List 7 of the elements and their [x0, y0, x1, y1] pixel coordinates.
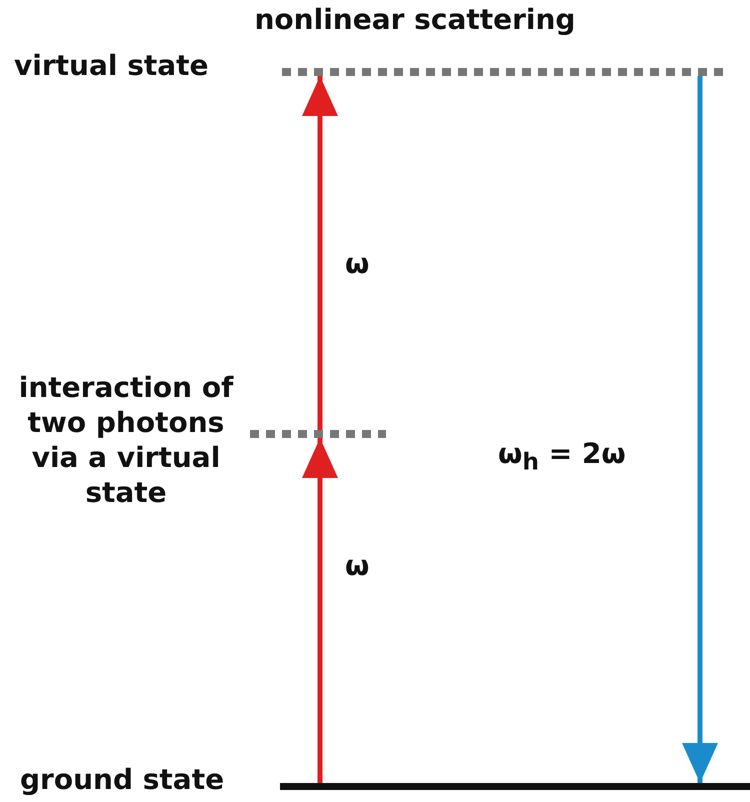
level-label: interaction of two photons via a virtual state: [18, 370, 234, 510]
diagram-title: nonlinear scattering: [254, 2, 576, 37]
arrow: [302, 76, 338, 430]
arrow: [302, 438, 338, 783]
level-label: virtual state: [14, 48, 210, 83]
level-label: ground state: [20, 762, 226, 797]
arrow: [682, 76, 718, 783]
